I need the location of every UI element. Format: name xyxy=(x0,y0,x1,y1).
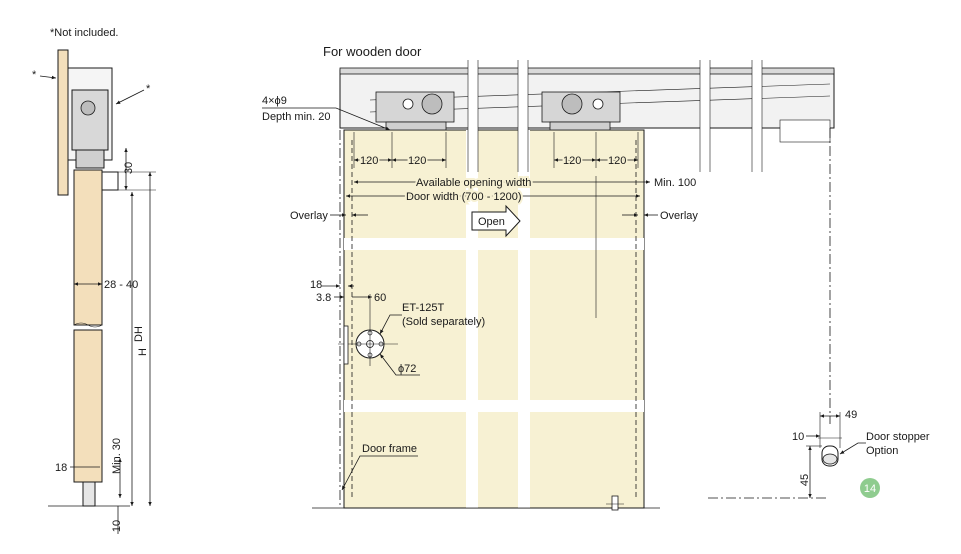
holes-leader xyxy=(262,107,391,131)
dim-h-label: H xyxy=(137,348,149,356)
track-top-rail xyxy=(339,67,835,75)
dim-18-front-label: 18 xyxy=(310,279,322,291)
dim-min30-label: Min. 30 xyxy=(111,438,123,474)
phi72-label: ϕ72 xyxy=(398,363,416,375)
door-break-gap-h2 xyxy=(344,400,644,412)
door-stopper-bumper-icon xyxy=(822,453,838,465)
open-label: Open xyxy=(478,216,505,228)
page-badge xyxy=(860,478,880,498)
dim-120-d-label: 120 xyxy=(608,155,626,167)
side-wheel-icon xyxy=(80,100,96,116)
overlay-right-label: Overlay xyxy=(660,210,698,222)
et125t-note-label: (Sold separately) xyxy=(402,316,485,328)
door-frame-leader xyxy=(341,455,418,491)
side-frame-strip xyxy=(57,49,69,196)
overlay-left-label: Overlay xyxy=(290,210,328,222)
side-door-leaf-lower xyxy=(73,329,103,483)
door-stopper-label: Door stopper xyxy=(866,431,930,443)
door-frame-label: Door frame xyxy=(362,443,417,455)
track-break-gap-3 xyxy=(700,60,710,172)
dim-10-stopper-label: 10 xyxy=(792,431,804,443)
asterisk-right: * xyxy=(146,83,151,95)
side-door-leaf-upper xyxy=(73,169,103,326)
track-break-gap-1 xyxy=(468,60,478,172)
hanger-left xyxy=(375,91,455,131)
side-mechanism xyxy=(71,89,109,151)
floor-guide-icon xyxy=(611,495,619,511)
dim-120-b-label: 120 xyxy=(408,155,426,167)
asterisk-left: * xyxy=(32,69,37,81)
et125t-model-label: ET-125T xyxy=(402,302,444,314)
door-stopper-option-label: Option xyxy=(866,445,898,457)
et125t-edge-plate xyxy=(343,325,349,365)
dim-60-label: 60 xyxy=(374,292,386,304)
depth-label: Depth min. 20 xyxy=(262,111,330,123)
dim-10-side-label: 10 xyxy=(111,520,123,532)
dim-45-label: 45 xyxy=(799,474,811,486)
phi72-leader xyxy=(379,353,420,376)
dim-28-40-label: 28 - 40 xyxy=(104,279,138,291)
side-hanger xyxy=(75,149,105,169)
track-end-cap xyxy=(779,119,831,143)
dim-18-side-label: 18 xyxy=(55,462,67,474)
dim-opening-label: Available opening width xyxy=(416,177,531,189)
asterisk-left-leader xyxy=(39,75,57,80)
side-floor-guide xyxy=(82,481,96,507)
track-break-gap-4 xyxy=(752,60,762,172)
drawing-title: For wooden door xyxy=(323,44,422,59)
dim-dh-label: DH xyxy=(133,326,145,342)
dim-3-8-label: 3.8 xyxy=(316,292,331,304)
dim-door-width-label: Door width (700 - 1200) xyxy=(406,191,522,203)
et125t-leader xyxy=(379,314,402,335)
page-badge-number: 14 xyxy=(864,483,876,495)
side-section-view: *Not included. * * 30 H DH 28 - 40 xyxy=(32,27,156,534)
open-arrow-icon xyxy=(471,204,521,238)
dim-min100-label: Min. 100 xyxy=(654,177,696,189)
door-break-gap-h1 xyxy=(344,238,644,250)
dim-49-label: 49 xyxy=(845,409,857,421)
door-break-gap-v2 xyxy=(518,130,530,508)
hanger-left-wheel-icon xyxy=(421,93,443,115)
hanger-right-wheel-icon xyxy=(561,93,583,115)
holes-label: 4×ϕ9 xyxy=(262,95,287,107)
door-stopper-detail: 49 10 45 Door stopper Option 14 xyxy=(792,409,930,498)
side-break-line xyxy=(73,322,103,328)
not-included-note: *Not included. xyxy=(50,27,119,39)
front-elevation-view: For wooden door xyxy=(262,44,930,511)
dim-30-label: 30 xyxy=(123,162,135,174)
asterisk-right-leader xyxy=(115,89,145,105)
dim-120-a-label: 120 xyxy=(360,155,378,167)
door-panel xyxy=(343,129,645,509)
track-break-gap-2 xyxy=(518,60,528,172)
dim-120-c-label: 120 xyxy=(563,155,581,167)
hanger-right xyxy=(541,91,621,131)
